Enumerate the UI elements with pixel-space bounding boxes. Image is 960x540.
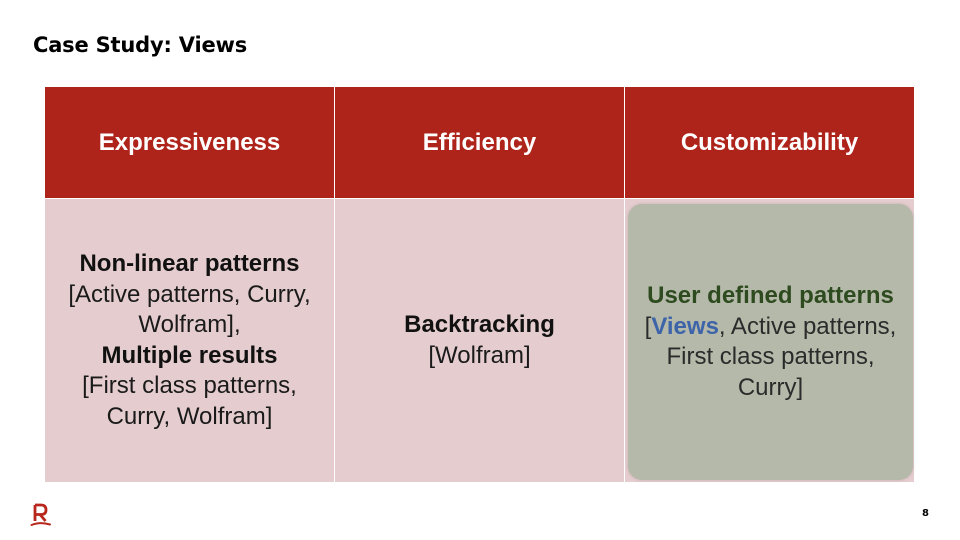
slide-title: Case Study: Views (33, 33, 248, 57)
backtracking-ref: [Wolfram] (428, 341, 531, 369)
comparison-table: Expressiveness Efficiency Customizabilit… (45, 87, 914, 482)
cell-expressiveness: Non-linear patterns [Active patterns, Cu… (45, 199, 334, 482)
nonlinear-ref-1: [Active patterns, Curry, (68, 280, 311, 308)
multiple-results-ref-1: [First class patterns, (82, 372, 297, 399)
backtracking-heading: Backtracking (404, 311, 555, 338)
cell-efficiency: Backtracking [Wolfram] (335, 199, 624, 482)
column-divider (334, 87, 335, 482)
r-logo-icon (30, 503, 51, 526)
customizability-highlight-box: User defined patterns [Views, Active pat… (628, 204, 913, 480)
nonlinear-ref-2: Wolfram], (138, 311, 241, 338)
header-expressiveness: Expressiveness (45, 87, 334, 198)
user-defined-ref-3: Curry] (737, 373, 804, 401)
row-divider (45, 198, 914, 199)
header-customizability: Customizability (625, 87, 914, 198)
page-number: 8 (922, 508, 929, 519)
user-defined-heading: User defined patterns (647, 282, 894, 309)
multiple-results-heading: Multiple results (101, 341, 278, 369)
column-divider (624, 87, 625, 482)
header-efficiency: Efficiency (335, 87, 624, 198)
user-defined-ref-1: [Views, Active patterns, (645, 312, 897, 343)
multiple-results-ref-2: Curry, Wolfram] (106, 402, 273, 430)
views-highlight: Views (651, 312, 719, 340)
user-defined-ref-2: First class patterns, (666, 343, 875, 370)
user-defined-ref-1-rest: , Active patterns, (718, 312, 897, 340)
nonlinear-heading: Non-linear patterns (79, 250, 300, 277)
bracket-open: [ (644, 312, 652, 340)
